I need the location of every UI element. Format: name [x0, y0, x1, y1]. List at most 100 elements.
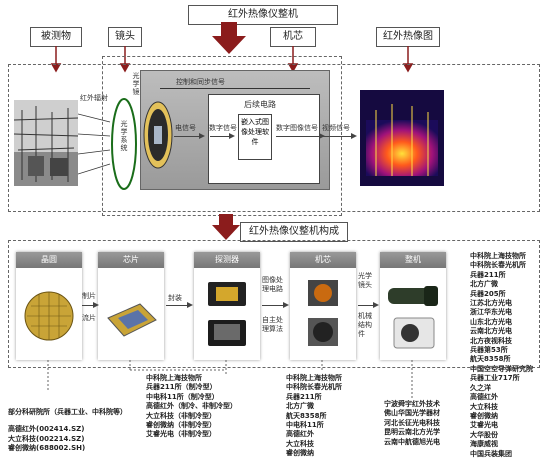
list-right-20: 海康威视	[470, 440, 498, 449]
label-target: 被测物	[30, 27, 82, 47]
list-core-5: 中电科11所	[286, 421, 324, 430]
target-photo	[14, 100, 78, 186]
signal-2-label: 数字信号	[209, 124, 237, 132]
control-line	[160, 88, 310, 89]
signal-1-arrow	[174, 133, 205, 139]
list-right-10: 兵器第53所	[470, 346, 508, 355]
list-system-3: 昆明云南北方光学	[384, 428, 440, 437]
list-mid-2: 中电科11所（制冷型）	[146, 392, 219, 401]
list-system: 宁波舜宇红外技术 佛山华国光学器材 河北长征光电科技 昆明云南北方光学 云南中航…	[384, 400, 440, 447]
list-system-4: 云南中航德旭光电	[384, 437, 440, 446]
list-core-4: 航天8358所	[286, 411, 327, 420]
list-right-4: 兵器205所	[470, 289, 506, 298]
list-right-13: 兵器工业717所	[470, 374, 520, 383]
step-2-arrow	[166, 302, 193, 308]
list-mid-3: 高德红外（制冷、非制冷型）	[146, 402, 237, 411]
list-right-16: 大立科技	[470, 402, 498, 411]
step-3a-label: 图像处理电路	[262, 276, 283, 293]
stage-card-detector: 探测器	[194, 252, 260, 360]
list-right: 中科院上海技物所 中科院长春光机所 兵器211所 北方广微 兵器205所 江苏北…	[470, 252, 533, 459]
step-4-arrow	[358, 302, 379, 308]
stage-5-label: 整机	[380, 252, 446, 268]
step-1b-label: 流片	[82, 314, 96, 322]
list-right-0: 中科院上海技物所	[470, 252, 526, 260]
stage-card-wafer: 晶圆	[16, 252, 82, 360]
top-title: 红外热像仪整机	[188, 5, 338, 25]
bottom-title: 红外热像仪整机构成	[240, 222, 348, 242]
list-connectors	[47, 360, 413, 400]
stage-2-label: 芯片	[98, 252, 164, 268]
stage-card-core: 机芯	[290, 252, 356, 360]
bottom-outer-frame	[8, 240, 540, 368]
signal-3-label: 数字图像信号	[276, 124, 318, 132]
step-2-label: 封装	[168, 294, 182, 302]
sensor-disk	[143, 101, 173, 169]
big-down-arrow-icon	[212, 22, 246, 54]
list-right-8: 云南北方光电	[470, 327, 512, 336]
list-mid-4: 大立科技（非制冷型）	[146, 411, 216, 420]
list-left-2: 大立科技(002214.SZ)	[8, 434, 85, 443]
core-icon	[308, 280, 338, 346]
list-mid-6: 艾睿光电（非制冷型）	[146, 430, 216, 439]
step-4a-label: 光学镜头	[358, 272, 372, 289]
list-system-1: 佛山华国光学器材	[384, 409, 440, 418]
embedded-box: 嵌入式图像处理软件	[238, 114, 272, 160]
list-left-1: 高德红外(002414.SZ)	[8, 425, 85, 434]
list-left: 部分科研院所（兵器工业、中科院等） 高德红外(002414.SZ) 大立科技(0…	[8, 408, 127, 454]
top-outer-frame	[8, 64, 540, 212]
list-right-5: 江苏北方光电	[470, 299, 512, 308]
list-left-3: 睿创微纳(688002.SH)	[8, 444, 86, 453]
signal-2-arrow	[210, 133, 235, 139]
list-right-3: 北方广微	[470, 280, 498, 289]
mid-down-arrow-icon	[212, 214, 240, 240]
radiation-rays	[78, 113, 111, 175]
list-right-12: 中国空空导弹研究院	[470, 364, 533, 373]
step-3b-label: 自主处理算法	[262, 316, 283, 333]
thermal-image	[360, 90, 444, 186]
list-core-3: 北方广微	[286, 402, 314, 411]
step-4b-label: 机械结构件	[358, 312, 372, 338]
list-system-2: 河北长征光电科技	[384, 418, 440, 427]
list-core-2: 兵器211所	[286, 392, 322, 401]
list-core-8: 睿创微纳	[286, 449, 314, 458]
step-1-arrow	[82, 302, 99, 308]
list-system-0: 宁波舜宇红外技术	[384, 400, 440, 408]
system-icon	[388, 286, 438, 349]
list-core-1: 中科院长春光机所	[286, 383, 342, 392]
list-right-21: 中国兵装集团	[470, 449, 512, 458]
stage-card-system: 整机	[380, 252, 446, 360]
list-right-2: 兵器211所	[470, 270, 506, 279]
stage-3-label: 探测器	[194, 252, 260, 268]
detector-icon	[208, 282, 246, 346]
filter-vertical-label: 光学镜	[132, 72, 140, 96]
list-right-17: 睿创微纳	[470, 411, 498, 420]
lens-shape	[111, 98, 137, 190]
list-right-1: 中科院长春光机所	[470, 261, 526, 270]
list-mid-5: 睿创微纳（非制冷型）	[146, 421, 216, 430]
stage-card-chip: 芯片	[98, 252, 164, 360]
list-mid-0: 中科院上海技物所	[146, 374, 202, 382]
list-left-0: 部分科研院所（兵器工业、中科院等）	[8, 408, 127, 416]
list-right-19: 大华股份	[470, 430, 498, 439]
post-circuit-box	[208, 94, 320, 184]
post-circuit-label: 后续电路	[244, 100, 276, 109]
step-1a-label: 制片	[82, 292, 96, 300]
list-core-6: 高德红外	[286, 430, 314, 439]
list-right-15: 高德红外	[470, 393, 498, 402]
signal-4-arrow	[322, 133, 357, 139]
wafer-icon	[24, 291, 74, 341]
signal-3-arrow	[276, 133, 325, 139]
list-mid: 中科院上海技物所 兵器211所（制冷型） 中电科11所（制冷型） 高德红外（制冷…	[146, 374, 237, 440]
list-right-6: 浙江华东光电	[470, 308, 512, 317]
signal-1-label: 电信号	[175, 124, 196, 132]
list-right-11: 航天8358所	[470, 355, 511, 364]
list-right-7: 山东北方光电	[470, 317, 512, 326]
list-right-14: 久之洋	[470, 383, 491, 392]
embedded-label: 嵌入式图像处理软件	[241, 118, 269, 146]
list-right-9: 北方夜视科技	[470, 336, 512, 345]
list-right-18: 艾睿光电	[470, 421, 498, 430]
list-core-7: 大立科技	[286, 439, 314, 448]
stage-4-label: 机芯	[290, 252, 356, 268]
control-label: 控制和同步信号	[176, 78, 225, 86]
signal-4-label: 视频信号	[322, 124, 350, 132]
